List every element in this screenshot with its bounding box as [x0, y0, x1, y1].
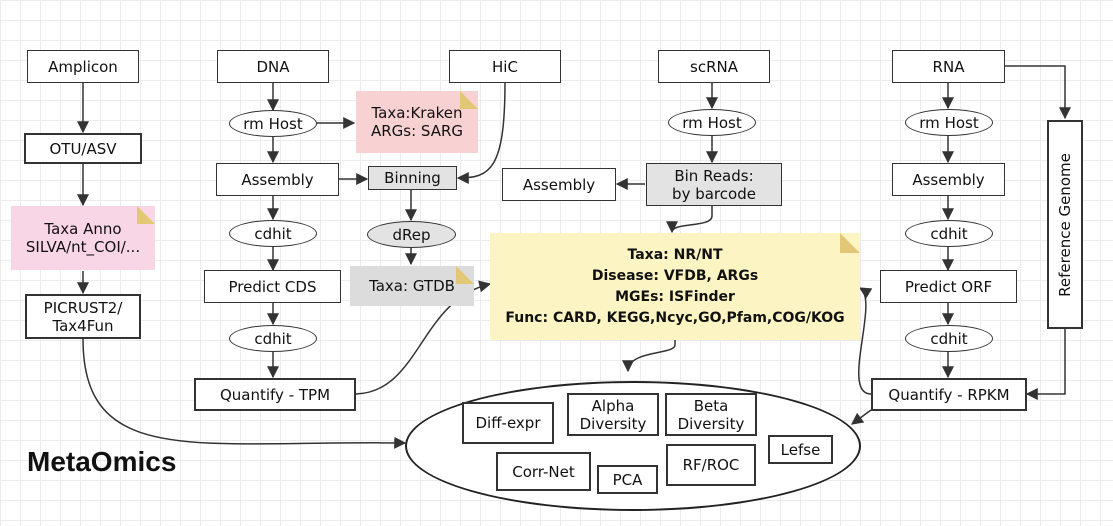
drep-node[interactable]: dRep — [367, 221, 456, 248]
edge-quantify-annotation-rna — [857, 287, 873, 395]
predict-orf-box[interactable]: Predict ORF — [880, 270, 1017, 303]
scrna-assembly-label: Assembly — [522, 175, 596, 194]
dna-rm-host-node[interactable]: rm Host — [229, 110, 317, 137]
dna-cdhit2-label: cdhit — [254, 329, 292, 348]
beta-diversity-box[interactable]: Beta Diversity — [665, 393, 757, 436]
rna-assembly-label: Assembly — [912, 170, 985, 189]
dna-label: DNA — [256, 57, 290, 76]
rf-roc-box[interactable]: RF/ROC — [666, 444, 756, 486]
lefse-box[interactable]: Lefse — [768, 435, 833, 464]
beta-line2: Diversity — [677, 414, 745, 433]
rf-roc-label: RF/ROC — [682, 456, 740, 474]
dna-rm-host-label: rm Host — [243, 114, 303, 133]
edge-hic-binning — [456, 81, 506, 184]
alpha-line1: Alpha — [591, 396, 635, 415]
binning-box[interactable]: Binning — [368, 166, 457, 190]
diff-expr-label: Diff-expr — [475, 414, 541, 432]
rna-cdhit2-label: cdhit — [930, 329, 968, 348]
amplicon-label: Amplicon — [48, 57, 118, 76]
beta-line1: Beta — [693, 396, 729, 415]
pca-box[interactable]: PCA — [597, 465, 658, 494]
lefse-label: Lefse — [780, 440, 821, 459]
rna-cdhit2-node[interactable]: cdhit — [905, 325, 993, 352]
edge-reference-quantify — [1025, 328, 1066, 400]
kraken-line1: Taxa:Kraken — [371, 104, 463, 122]
diff-expr-box[interactable]: Diff-expr — [462, 402, 554, 444]
taxa-anno-line1: Taxa Anno — [44, 220, 122, 238]
dna-cdhit1-label: cdhit — [254, 224, 292, 243]
scrna-assembly-box[interactable]: Assembly — [502, 168, 616, 201]
corr-net-label: Corr-Net — [512, 462, 575, 481]
annotation-note[interactable]: Taxa: NR/NT Disease: VFDB, ARGs MGEs: IS… — [490, 233, 860, 340]
reference-genome-label: Reference Genome — [1056, 152, 1074, 297]
amplicon-box[interactable]: Amplicon — [27, 50, 139, 83]
scrna-box[interactable]: scRNA — [658, 50, 770, 83]
gtdb-note[interactable]: Taxa: GTDB — [350, 266, 474, 306]
rna-assembly-box[interactable]: Assembly — [892, 163, 1005, 196]
annotation-line4: Func: CARD, KEGG,Ncyc,GO,Pfam,COG/KOG — [505, 309, 845, 326]
quantify-tpm-label: Quantify - TPM — [219, 385, 331, 404]
rna-cdhit1-label: cdhit — [930, 224, 968, 243]
predict-cds-label: Predict CDS — [228, 277, 317, 296]
rna-cdhit1-node[interactable]: cdhit — [905, 220, 993, 247]
bin-reads-line2: by barcode — [672, 184, 756, 203]
predict-cds-box[interactable]: Predict CDS — [204, 270, 341, 303]
rna-label: RNA — [932, 57, 965, 76]
dna-assembly-label: Assembly — [241, 170, 314, 189]
picrust-line2: Tax4Fun — [52, 316, 114, 335]
edge-binreads-annotation — [666, 205, 713, 234]
gtdb-label: Taxa: GTDB — [369, 277, 455, 295]
annotation-line2: Disease: VFDB, ARGs — [591, 267, 759, 284]
annotation-line3: MGEs: ISFinder — [615, 288, 735, 305]
pca-label: PCA — [612, 470, 643, 489]
reference-genome-box[interactable]: Reference Genome — [1047, 120, 1083, 329]
predict-orf-label: Predict ORF — [904, 277, 993, 296]
quantify-rpkm-label: Quantify - RPKM — [888, 385, 1010, 404]
rna-rm-host-node[interactable]: rm Host — [905, 109, 993, 136]
edge-quantify-analysis — [851, 409, 872, 425]
rna-rm-host-label: rm Host — [919, 113, 979, 132]
otu-asv-label: OTU/ASV — [49, 139, 117, 158]
scrna-rm-host-node[interactable]: rm Host — [668, 109, 756, 136]
alpha-diversity-box[interactable]: Alpha Diversity — [567, 393, 659, 436]
annotation-line1: Taxa: NR/NT — [627, 246, 723, 263]
quantify-tpm-box[interactable]: Quantify - TPM — [194, 378, 356, 411]
hic-box[interactable]: HiC — [449, 50, 561, 83]
bin-reads-line1: Bin Reads: — [674, 166, 754, 185]
edge-annotation-analysis — [622, 340, 676, 373]
dna-cdhit1-node[interactable]: cdhit — [229, 220, 317, 247]
edge-picrust-analysis — [82, 338, 407, 449]
kraken-line2: ARGs: SARG — [370, 122, 464, 140]
alpha-line2: Diversity — [579, 414, 647, 433]
kraken-sarg-note[interactable]: Taxa:Kraken ARGs: SARG — [356, 91, 478, 153]
quantify-rpkm-box[interactable]: Quantify - RPKM — [871, 378, 1027, 411]
corr-net-box[interactable]: Corr-Net — [496, 452, 591, 491]
rna-box[interactable]: RNA — [892, 50, 1005, 83]
dna-cdhit2-node[interactable]: cdhit — [229, 325, 317, 352]
taxa-anno-note[interactable]: Taxa Anno SILVA/nt_COI/... — [11, 206, 155, 270]
picrust-line1: PICRUST2/ — [43, 298, 123, 317]
dna-box[interactable]: DNA — [217, 50, 329, 83]
picrust-box[interactable]: PICRUST2/ Tax4Fun — [25, 294, 141, 339]
taxa-anno-line2: SILVA/nt_COI/... — [25, 238, 141, 256]
otu-asv-box[interactable]: OTU/ASV — [24, 133, 142, 164]
scrna-rm-host-label: rm Host — [682, 113, 742, 132]
edge-rna-reference — [1005, 65, 1071, 120]
binning-label: Binning — [384, 169, 441, 187]
hic-label: HiC — [492, 57, 518, 76]
diagram-title: MetaOmics — [27, 446, 177, 477]
bin-reads-box[interactable]: Bin Reads: by barcode — [646, 163, 782, 206]
drep-label: dRep — [392, 225, 431, 244]
scrna-label: scRNA — [690, 57, 738, 76]
dna-assembly-box[interactable]: Assembly — [216, 163, 339, 196]
